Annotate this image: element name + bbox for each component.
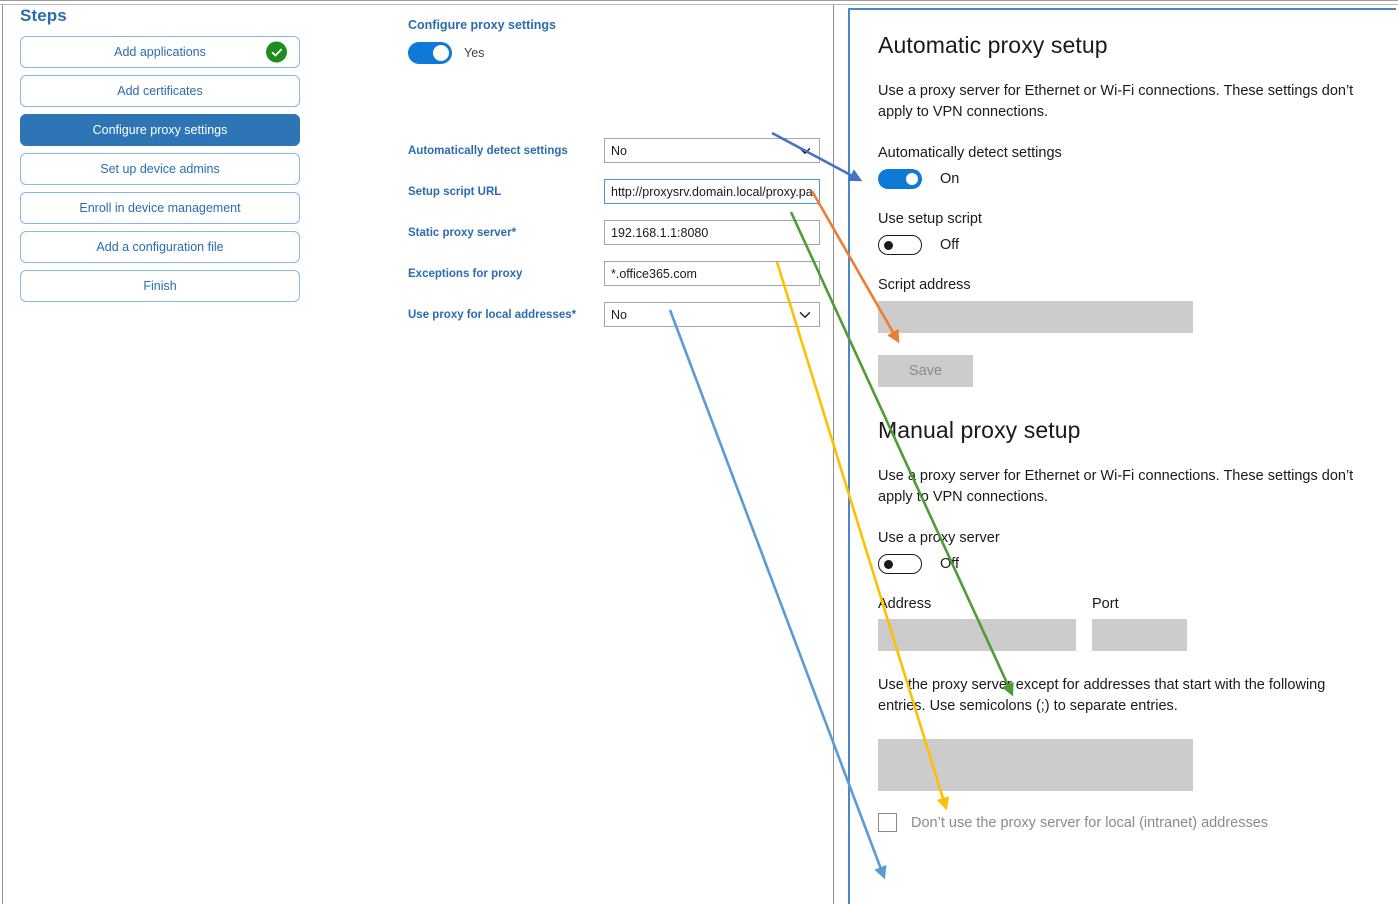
step-finish[interactable]: Finish	[20, 270, 300, 302]
steps-title: Steps	[20, 6, 67, 25]
use-setup-script-row: Off	[878, 235, 1368, 256]
field-label-text: Use proxy for local addresses	[408, 308, 572, 321]
automatic-proxy-setup-description: Use a proxy server for Ethernet or Wi-Fi…	[878, 83, 1354, 121]
chevron-down-icon	[799, 309, 811, 321]
automatic-proxy-setup-heading: Automatic proxy setup	[878, 32, 1108, 58]
automatically-detect-settings-label: Automatically detect settings	[878, 145, 1062, 162]
address-port-row: Address Port	[878, 596, 1368, 652]
setup-script-url-input[interactable]: http://proxysrv.domain.local/proxy.pa	[604, 179, 820, 204]
address-label: Address	[878, 596, 932, 613]
check-circle-icon	[266, 41, 287, 63]
step-add-certificates[interactable]: Add certificates	[20, 75, 300, 107]
automatically-detect-settings-toggle[interactable]	[878, 169, 922, 190]
input-value: 192.168.1.1:8080	[611, 225, 709, 240]
steps-panel: Steps Add applications Add certificates …	[12, 6, 312, 309]
port-label: Port	[1092, 596, 1119, 613]
automatically-detect-settings-row: On	[878, 169, 1368, 190]
field-row-automatically-detect-settings: Automatically detect settings No	[408, 130, 828, 171]
toggle-knob	[884, 560, 893, 570]
toggle-knob	[433, 45, 449, 61]
save-button[interactable]: Save	[878, 355, 973, 388]
toggle-knob	[884, 241, 893, 251]
step-enroll-in-device-management[interactable]: Enroll in device management	[20, 192, 300, 224]
frame-top-line-secondary	[0, 4, 1398, 5]
windows-proxy-settings-panel: Automatic proxy setup Use a proxy server…	[848, 8, 1396, 904]
script-address-label: Script address	[878, 277, 971, 294]
step-add-a-configuration-file[interactable]: Add a configuration file	[20, 231, 300, 263]
port-column: Port	[1092, 596, 1187, 652]
use-a-proxy-server-state: Off	[940, 556, 960, 573]
exceptions-for-proxy-input[interactable]: *.office365.com	[604, 261, 820, 286]
use-setup-script-state: Off	[940, 237, 960, 254]
automatically-detect-settings-state: On	[940, 171, 960, 188]
step-label: Enroll in device management	[79, 201, 241, 215]
toggle-knob	[906, 173, 918, 186]
field-label: Setup script URL	[408, 186, 604, 198]
proxy-form-fields: Automatically detect settings No Setup s…	[408, 130, 828, 335]
step-label: Finish	[143, 279, 177, 293]
address-input[interactable]	[878, 619, 1076, 652]
use-setup-script-toggle[interactable]	[878, 235, 922, 256]
field-row-use-proxy-for-local-addresses: Use proxy for local addresses* No	[408, 294, 828, 335]
configure-proxy-toggle[interactable]	[408, 42, 452, 64]
field-label-text: Exceptions for proxy	[408, 267, 523, 280]
field-label: Use proxy for local addresses*	[408, 309, 604, 321]
field-row-exceptions-for-proxy: Exceptions for proxy *.office365.com	[408, 253, 828, 294]
field-label: Exceptions for proxy	[408, 268, 604, 280]
field-label-text: Static proxy server	[408, 226, 512, 239]
chevron-down-icon	[799, 145, 811, 157]
manual-proxy-setup-heading: Manual proxy setup	[878, 417, 1081, 444]
configure-proxy-toggle-row: Yes	[408, 42, 828, 64]
exceptions-input[interactable]	[878, 739, 1193, 792]
step-set-up-device-admins[interactable]: Set up device admins	[20, 153, 300, 185]
script-address-input[interactable]	[878, 301, 1193, 334]
use-proxy-for-local-addresses-select[interactable]: No	[604, 302, 820, 327]
use-a-proxy-server-label: Use a proxy server	[878, 530, 1000, 547]
use-a-proxy-server-row: Off	[878, 554, 1368, 575]
step-label: Set up device admins	[100, 162, 220, 176]
panel-divider	[833, 5, 834, 904]
select-value: No	[611, 143, 627, 158]
automatically-detect-settings-select[interactable]: No	[604, 138, 820, 163]
required-marker: *	[571, 308, 577, 321]
step-add-applications[interactable]: Add applications	[20, 36, 300, 68]
proxy-form-panel: Configure proxy settings Yes	[408, 18, 828, 70]
step-label: Add certificates	[117, 84, 203, 98]
configure-proxy-toggle-value: Yes	[464, 46, 485, 60]
use-a-proxy-server-toggle[interactable]	[878, 554, 922, 575]
static-proxy-server-input[interactable]: 192.168.1.1:8080	[604, 220, 820, 245]
bypass-local-row: Don’t use the proxy server for local (in…	[878, 813, 1368, 833]
field-label: Automatically detect settings	[408, 145, 604, 157]
field-label-text: Setup script URL	[408, 185, 502, 198]
frame-top-line	[0, 0, 1398, 1]
step-configure-proxy-settings[interactable]: Configure proxy settings	[20, 114, 300, 146]
input-value: http://proxysrv.domain.local/proxy.pa	[611, 184, 813, 199]
form-heading: Configure proxy settings	[408, 18, 556, 32]
address-column: Address	[878, 596, 1076, 652]
use-setup-script-label: Use setup script	[878, 211, 982, 228]
select-value: No	[611, 307, 627, 322]
exceptions-description: Use the proxy server except for addresse…	[878, 677, 1326, 715]
bypass-local-checkbox[interactable]	[878, 813, 897, 833]
manual-proxy-setup-description: Use a proxy server for Ethernet or Wi-Fi…	[878, 468, 1354, 506]
step-label: Add a configuration file	[96, 240, 224, 254]
input-value: *.office365.com	[611, 266, 697, 281]
port-input[interactable]	[1092, 619, 1187, 652]
field-label: Static proxy server*	[408, 227, 604, 239]
field-row-static-proxy-server: Static proxy server* 192.168.1.1:8080	[408, 212, 828, 253]
field-label-text: Automatically detect settings	[408, 144, 568, 157]
field-row-setup-script-url: Setup script URL http://proxysrv.domain.…	[408, 171, 828, 212]
frame-left-line	[2, 5, 3, 904]
required-marker: *	[511, 226, 517, 239]
bypass-local-label: Don’t use the proxy server for local (in…	[911, 814, 1269, 831]
step-label: Configure proxy settings	[92, 123, 228, 137]
step-label: Add applications	[114, 45, 206, 59]
